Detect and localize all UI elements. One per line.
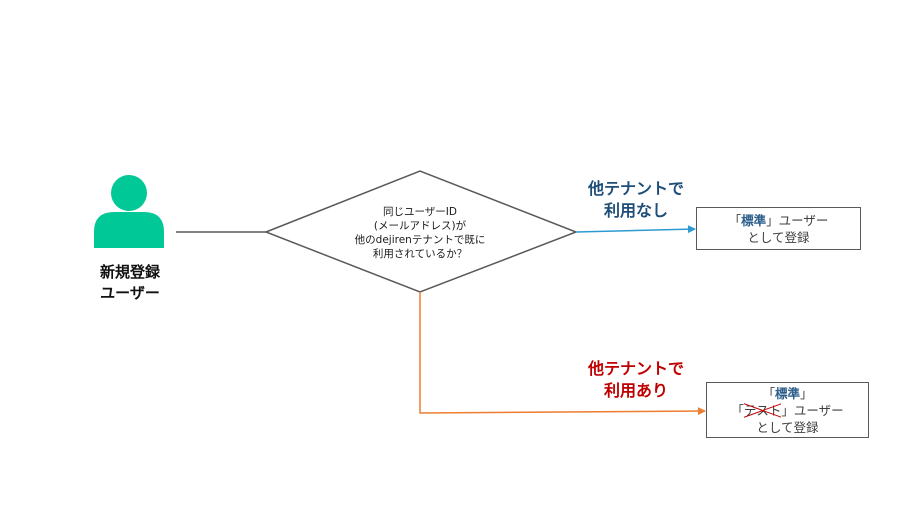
strike-cross-icon	[744, 402, 782, 419]
branch-not-used-label: 他テナントで 利用なし	[571, 178, 701, 222]
new-user-label-line2: ユーザー	[100, 284, 160, 302]
result-standard-line1: 「標準」ユーザー	[697, 212, 860, 229]
decision-line2: (メールアドレス)が	[373, 220, 467, 232]
decision-line3: 他のdejirenテナントで既に	[354, 234, 486, 246]
new-user-label: 新規登録 ユーザー	[80, 262, 180, 304]
branch-used-label: 他テナントで 利用あり	[571, 358, 701, 402]
branch-used-line2: 利用あり	[603, 381, 668, 400]
decision-line1: 同じユーザーID	[383, 206, 457, 218]
arrow-used	[419, 292, 706, 416]
decision-line4: 利用されているか？	[372, 248, 468, 260]
user-suffix: ユーザー	[778, 213, 829, 228]
person-icon	[94, 175, 164, 248]
standard-keyword: 標準	[741, 213, 767, 228]
result-test-line3: として登録	[756, 420, 819, 435]
line1-bracket-close: 」	[800, 386, 813, 401]
branch-used-line1: 他テナントで	[587, 359, 684, 378]
result-standard-box: 「標準」ユーザー として登録	[696, 207, 861, 250]
bracket-open: 「	[731, 403, 744, 418]
bracket-close: 」	[781, 403, 794, 418]
result-test-line1: 「標準」	[707, 385, 868, 402]
bracket-close: 」	[766, 213, 779, 228]
user-suffix: ユーザー	[793, 403, 844, 418]
standard-keyword: 標準	[774, 386, 800, 401]
bracket-open: 「	[728, 213, 742, 228]
result-standard-line2: として登録	[747, 230, 810, 245]
arrow-not-used	[575, 225, 696, 234]
line1-bracket-open: 「	[762, 386, 775, 401]
result-test-line2: 「テスト」ユーザー	[707, 402, 868, 419]
branch-not-used-line1: 他テナントで	[587, 179, 684, 198]
branch-not-used-line2: 利用なし	[603, 201, 668, 220]
decision-question: 同じユーザーID (メールアドレス)が 他のdejirenテナントで既に 利用さ…	[318, 205, 522, 261]
result-test-box: 「標準」 「テスト」ユーザー として登録	[706, 382, 869, 438]
struck-test-word: テスト	[743, 402, 782, 419]
new-user-label-line1: 新規登録	[99, 263, 160, 281]
